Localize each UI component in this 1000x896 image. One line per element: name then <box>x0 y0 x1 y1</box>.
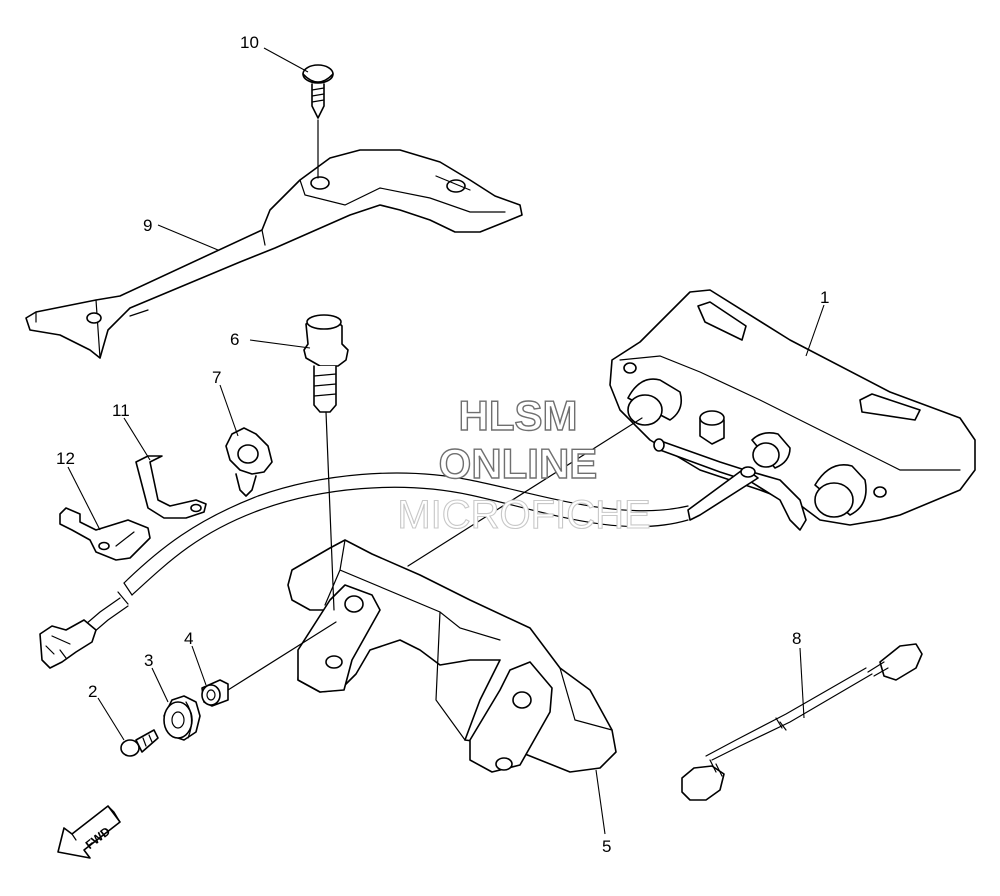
part-12-bracket <box>59 507 151 561</box>
callout-2: 2 <box>88 682 97 701</box>
part-7-clip <box>225 427 273 497</box>
part-3-grommet <box>163 695 201 741</box>
callout-3: 3 <box>144 651 153 670</box>
watermark-line-3: MICROFICHE <box>397 493 650 537</box>
assembly-lines <box>227 119 643 691</box>
watermark-line-1: HLSM <box>459 392 578 439</box>
part-6-bolt <box>303 314 349 413</box>
part-4-collar <box>201 679 229 707</box>
watermark-line-2: ONLINE <box>439 440 598 487</box>
part-5-bracket <box>287 539 617 773</box>
callout-4: 4 <box>184 629 193 648</box>
part-1-lamp-housing <box>609 289 976 531</box>
part-11-bracket <box>135 455 207 519</box>
callout-11: 11 <box>112 401 130 420</box>
part-9-bracket <box>25 149 523 359</box>
part-10-screw <box>302 64 334 119</box>
callout-8: 8 <box>792 629 801 648</box>
callout-leaders <box>67 47 825 835</box>
part-2-screw <box>120 729 159 757</box>
callout-12: 12 <box>56 449 75 468</box>
callout-7: 7 <box>212 368 221 387</box>
callout-6: 6 <box>230 330 239 349</box>
part-wire-harness <box>39 472 689 669</box>
callout-10: 10 <box>240 33 259 52</box>
callout-5: 5 <box>602 837 611 856</box>
watermark: HLSM ONLINE MICROFICHE <box>397 391 651 537</box>
callout-9: 9 <box>143 216 152 235</box>
fwd-direction-marker: FWD <box>57 805 121 859</box>
part-8-sub-harness <box>681 643 923 801</box>
callout-labels: 10 9 1 6 7 11 12 8 4 3 2 5 <box>56 33 829 856</box>
callout-1: 1 <box>820 288 829 307</box>
